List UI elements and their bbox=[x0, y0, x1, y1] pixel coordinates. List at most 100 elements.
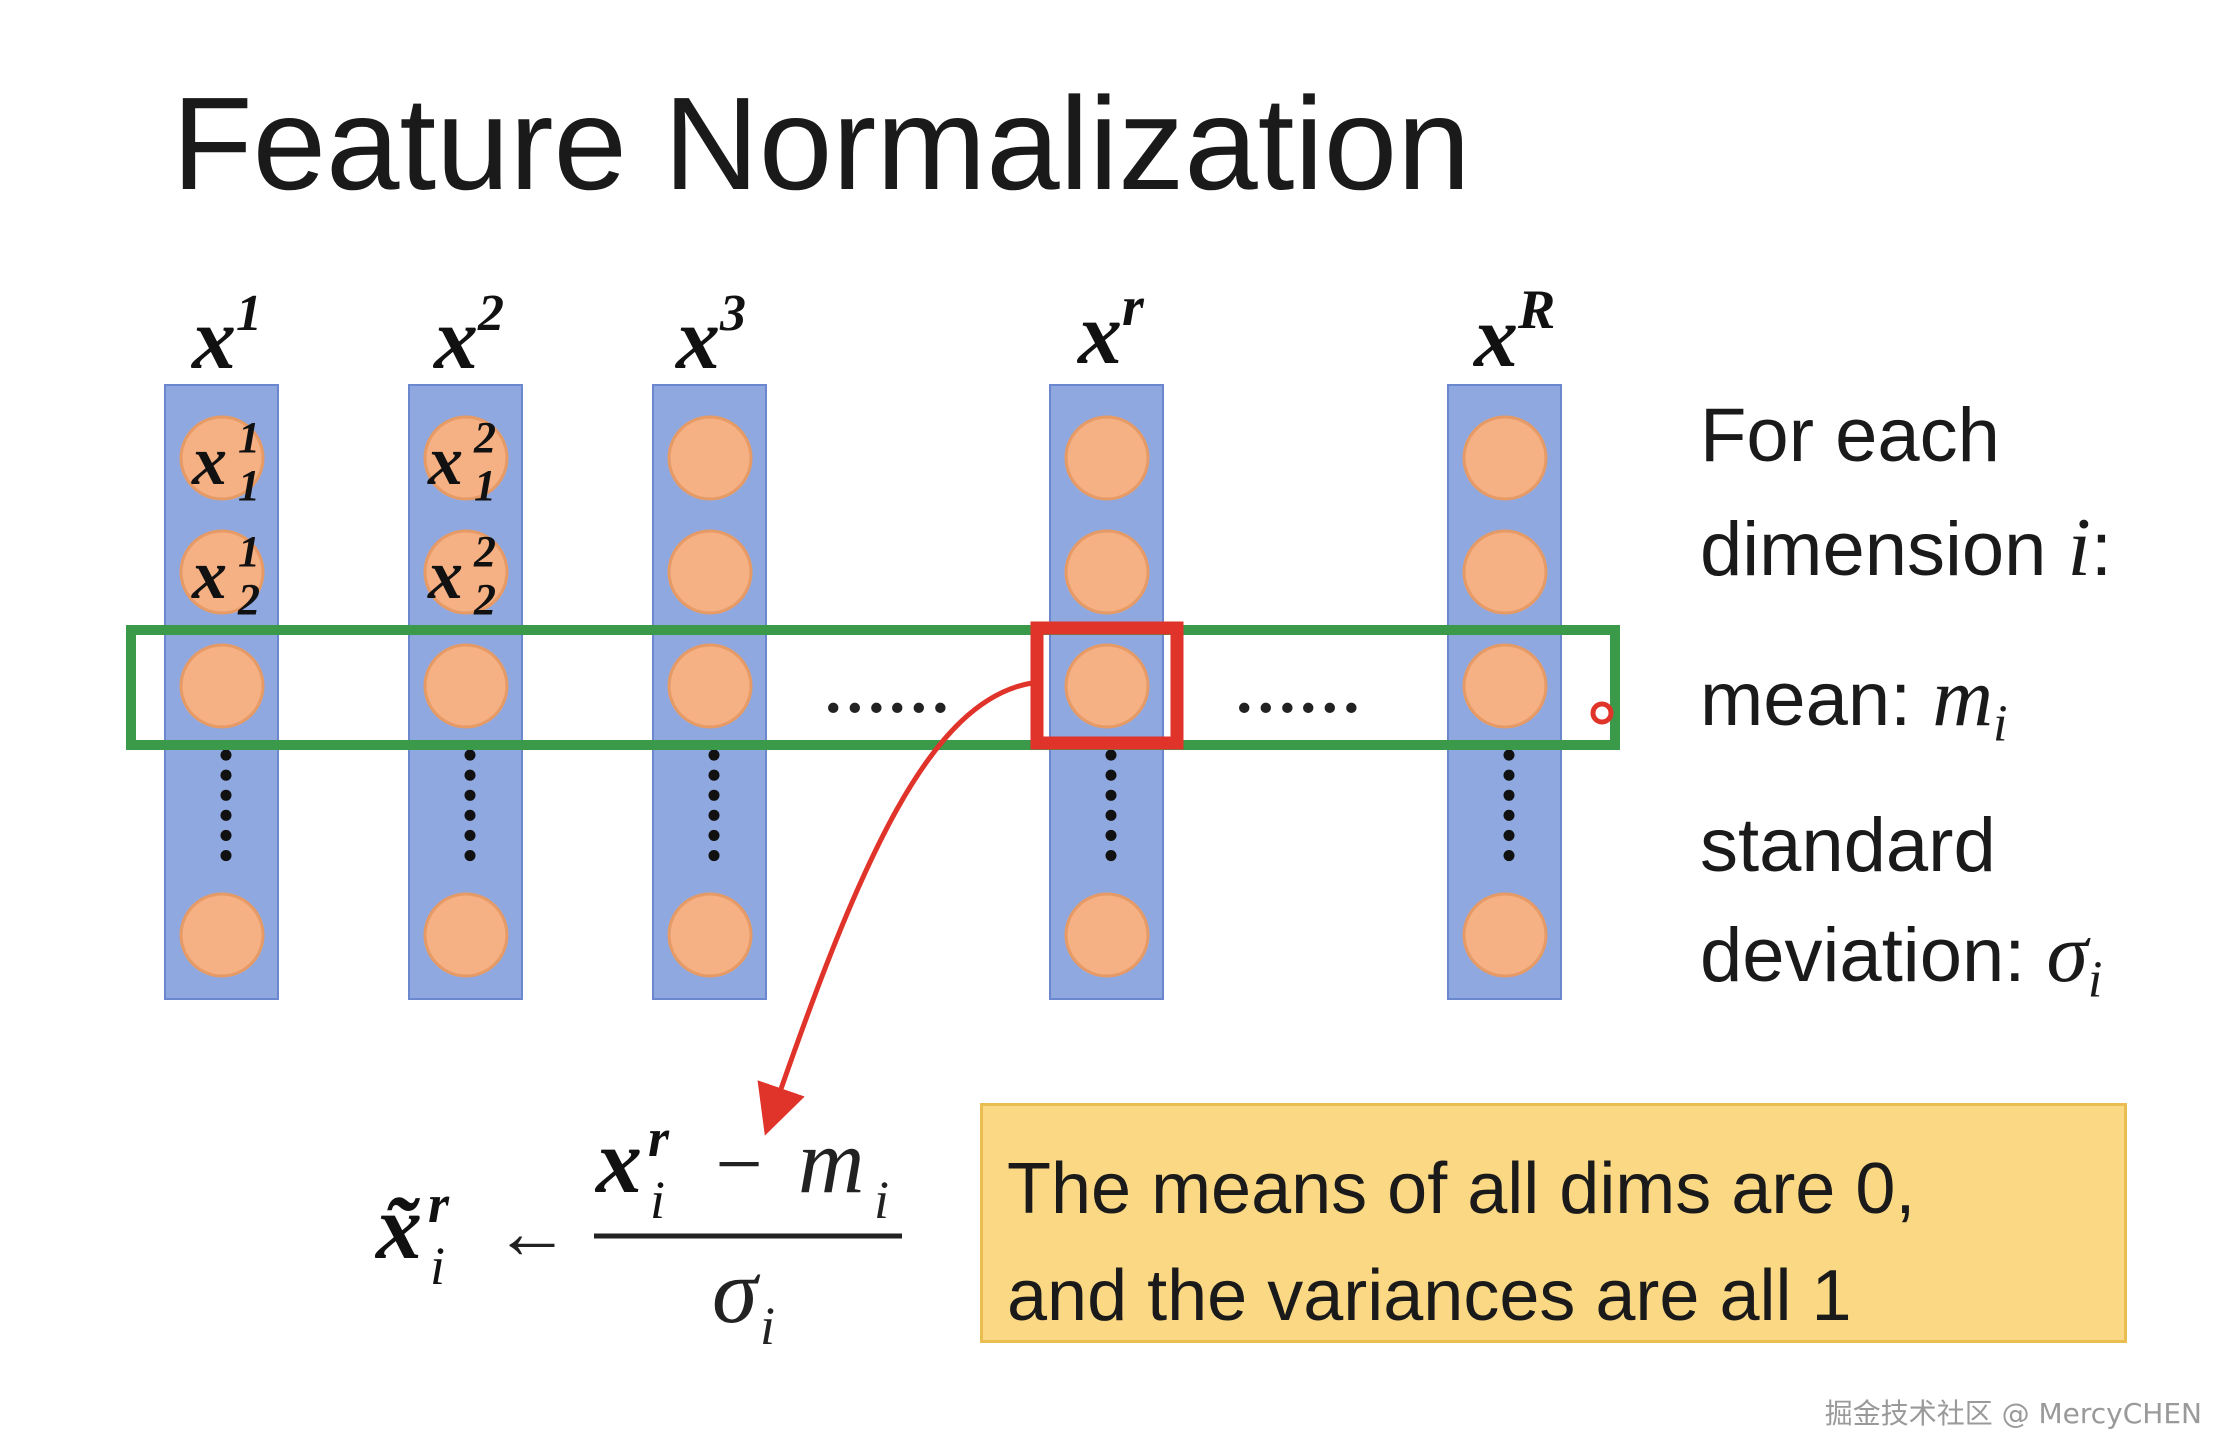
side-std-sub: i bbox=[2087, 951, 2103, 1009]
formula-lhs-sub: i bbox=[430, 1236, 445, 1296]
vertical-ellipsis-group bbox=[220, 749, 1515, 871]
node-sub: 1 bbox=[238, 461, 260, 510]
side-dimension-var: i bbox=[2067, 501, 2091, 594]
arrow-to-formula bbox=[757, 680, 1033, 1136]
note-line1: The means of all dims are 0, bbox=[1007, 1149, 1916, 1229]
formula-denominator: σi bbox=[712, 1240, 775, 1356]
dimension-i-box bbox=[126, 625, 1620, 750]
horizontal-ellipsis-left: …… bbox=[825, 655, 953, 726]
node-sub: 2 bbox=[237, 575, 260, 624]
node-xR-i bbox=[1462, 643, 1548, 729]
side-mean-var: mi bbox=[1932, 651, 2007, 751]
node-xR-2 bbox=[1462, 529, 1548, 615]
node-x3-last bbox=[667, 892, 753, 978]
node-x2-2 bbox=[423, 529, 509, 615]
node-xR-1 bbox=[1462, 415, 1548, 501]
formula-lhs-var: x̃ bbox=[374, 1176, 422, 1278]
side-mean-label: mean: bbox=[1700, 657, 1912, 742]
node-xr-i bbox=[1064, 643, 1150, 729]
formula-mean-sub: i bbox=[874, 1170, 889, 1230]
formula-num-base: x bbox=[594, 1110, 642, 1212]
page-title: Feature Normalization bbox=[172, 70, 1471, 217]
node-x2-last bbox=[423, 892, 509, 978]
node-sup: 1 bbox=[238, 413, 260, 462]
label-sup: 2 bbox=[477, 285, 504, 342]
node-sup: 2 bbox=[473, 527, 496, 576]
side-std-label: deviation: bbox=[1700, 913, 2026, 998]
node-sub: 2 bbox=[473, 575, 496, 624]
side-mean-symbol: m bbox=[1932, 651, 1994, 744]
formula-num-sup: r bbox=[648, 1108, 670, 1168]
node-x1-1 bbox=[179, 415, 265, 501]
side-dimension-label: dimension bbox=[1700, 507, 2047, 592]
side-text-line1: For each bbox=[1700, 393, 2000, 478]
node-base: x bbox=[191, 537, 227, 614]
node-base: x bbox=[191, 423, 227, 500]
nodes bbox=[179, 415, 1548, 978]
formula-arrow: ← bbox=[494, 1191, 570, 1275]
formula-lhs-sup: r bbox=[428, 1174, 450, 1234]
side-std-symbol: σ bbox=[2046, 907, 2088, 1000]
column-label-xR: xR bbox=[1472, 279, 1555, 386]
node-x3-1 bbox=[667, 415, 753, 501]
node-xr-last bbox=[1064, 892, 1150, 978]
side-std-var: σi bbox=[2046, 907, 2102, 1007]
label-base: x bbox=[1472, 289, 1518, 386]
node-x2-1 bbox=[423, 415, 509, 501]
node-xr-1 bbox=[1064, 415, 1150, 501]
formula-minus: − bbox=[710, 1118, 767, 1211]
node-x3-i bbox=[667, 643, 753, 729]
column-labels: x1 x2 x3 xr xR bbox=[190, 276, 1555, 388]
side-std-line2: deviation: σi bbox=[1700, 912, 2102, 1007]
column-label-xr: xr bbox=[1076, 276, 1145, 383]
node-sup: 1 bbox=[238, 527, 260, 576]
note-box: The means of all dims are 0, and the var… bbox=[980, 1103, 2127, 1343]
label-base: x bbox=[674, 291, 720, 388]
formula-den-sub: i bbox=[760, 1296, 775, 1356]
column-label-x2: x2 bbox=[432, 285, 504, 388]
side-text-line2: dimension i: bbox=[1700, 506, 2112, 590]
node-x1-i bbox=[179, 643, 265, 729]
horizontal-ellipsis-right: …… bbox=[1236, 655, 1364, 726]
node-base: x bbox=[427, 537, 463, 614]
side-mean-sub: i bbox=[1993, 695, 2008, 753]
node-x3-2 bbox=[667, 529, 753, 615]
label-sup: R bbox=[1517, 279, 1555, 341]
label-base: x bbox=[190, 291, 236, 388]
formula-num-sub: i bbox=[650, 1170, 665, 1230]
node-x2-i bbox=[423, 643, 509, 729]
formula-den-var: σ bbox=[712, 1240, 761, 1342]
label-base: x bbox=[432, 291, 478, 388]
side-std-line1: standard bbox=[1700, 803, 1996, 888]
node-xR-last bbox=[1462, 892, 1548, 978]
label-sup: 1 bbox=[236, 285, 262, 342]
label-base: x bbox=[1076, 286, 1122, 383]
label-sup: r bbox=[1122, 276, 1145, 338]
selected-element-box bbox=[1030, 621, 1184, 750]
column-label-x1: x1 bbox=[190, 285, 262, 388]
side-mean: mean: mi bbox=[1700, 656, 2008, 751]
pointer-dot bbox=[1590, 701, 1614, 725]
node-xr-2 bbox=[1064, 529, 1150, 615]
note-line2: and the variances are all 1 bbox=[1007, 1256, 1852, 1336]
formula-mean-var: m bbox=[798, 1110, 864, 1212]
label-sup: 3 bbox=[719, 285, 746, 342]
node-x1-2 bbox=[179, 529, 265, 615]
node-sup: 2 bbox=[473, 413, 496, 462]
column-label-x3: x3 bbox=[674, 285, 746, 388]
node-sub: 1 bbox=[474, 461, 496, 510]
node-base: x bbox=[427, 423, 463, 500]
side-dimension-colon: : bbox=[2090, 507, 2113, 592]
node-x1-last bbox=[179, 892, 265, 978]
watermark: 掘金技术社区 @ MercyCHEN bbox=[1824, 1397, 2202, 1430]
